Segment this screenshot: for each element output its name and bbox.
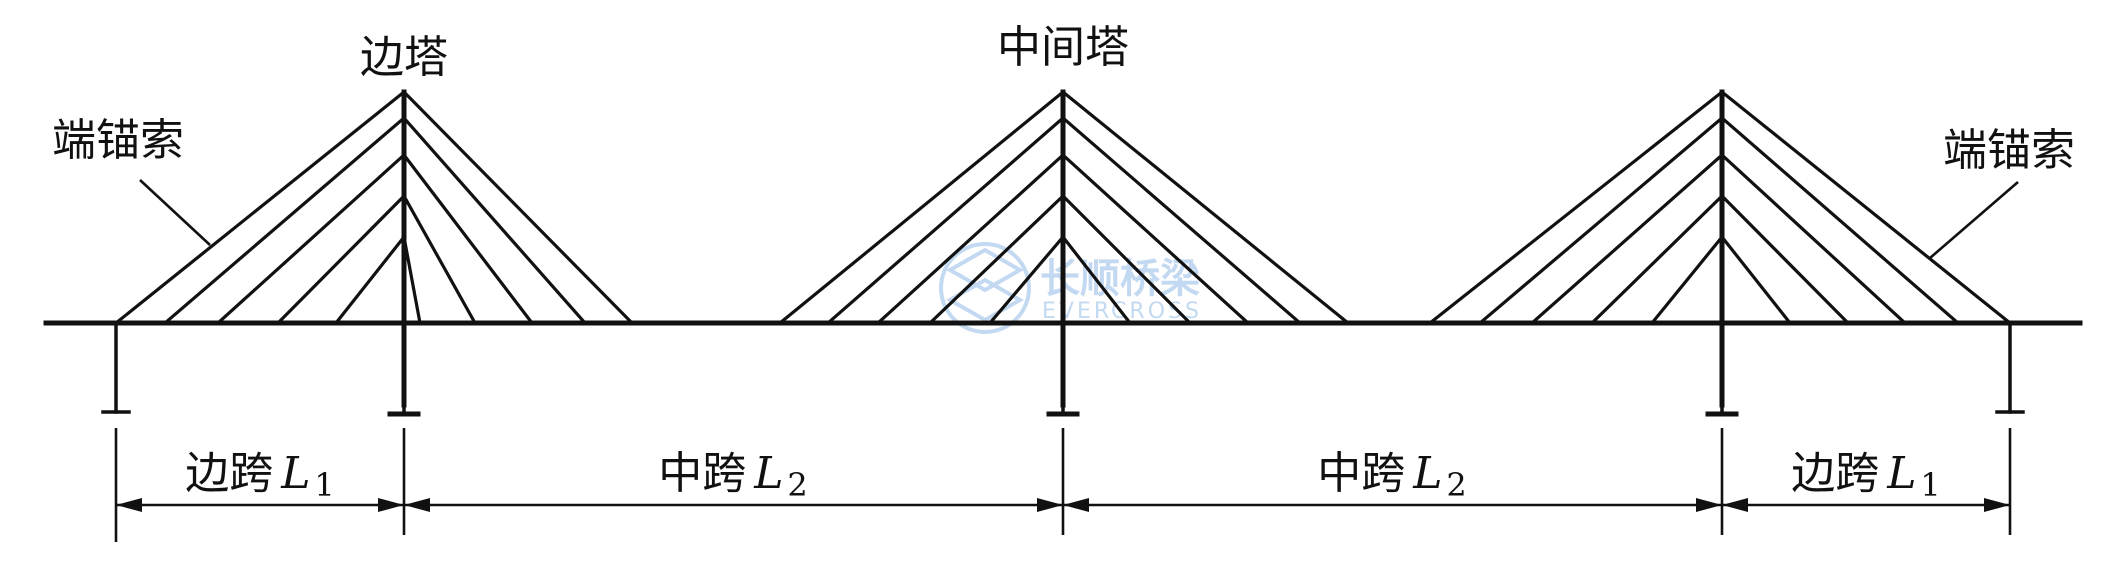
dim-arrow-end-3 xyxy=(1696,498,1722,512)
span-dimensions xyxy=(114,428,2012,542)
stay-cable-left-right-1 xyxy=(401,89,635,326)
span-4-prefix: 边跨 xyxy=(1791,448,1879,499)
stay-cable-middle-left-4 xyxy=(927,193,1066,326)
stay-cable-middle-left-5 xyxy=(987,234,1066,326)
dim-arrow-start-4 xyxy=(1722,498,1748,512)
stay-cable-right-right-5 xyxy=(1719,234,1793,326)
stay-cable-right-left-1 xyxy=(1427,89,1725,326)
stay-cable-middle-left-3 xyxy=(875,152,1066,326)
stay-cables xyxy=(113,89,2013,326)
stay-cable-middle-right-5 xyxy=(1060,234,1133,326)
span-3-sub: 2 xyxy=(1446,466,1466,504)
stay-cable-middle-right-3 xyxy=(1060,152,1251,326)
anchor-cable-left-leader xyxy=(139,179,211,246)
stay-cable-right-left-4 xyxy=(1589,193,1725,326)
stay-cable-left-right-3 xyxy=(401,152,535,326)
dim-arrow-end-1 xyxy=(378,498,404,512)
stay-cable-right-right-2 xyxy=(1719,115,1961,326)
span-3-prefix: 中跨 xyxy=(1317,448,1405,499)
end-piers xyxy=(101,321,2025,414)
dim-arrow-end-4 xyxy=(1984,498,2010,512)
stay-cable-left-left-1 xyxy=(113,89,407,326)
dim-arrow-end-2 xyxy=(1037,498,1063,512)
stay-cable-middle-right-2 xyxy=(1060,115,1303,326)
stay-cable-right-left-5 xyxy=(1649,234,1725,326)
span-1-symbol: L xyxy=(280,448,310,499)
span-3-symbol: L xyxy=(1412,448,1442,499)
span-4-sub: 1 xyxy=(1920,466,1940,504)
span-2-prefix: 中跨 xyxy=(658,448,746,499)
anchor-cable-left-label: 端锚索 xyxy=(52,115,184,166)
anchor-cable-right-label: 端锚索 xyxy=(1943,125,2075,176)
span-1-prefix: 边跨 xyxy=(185,448,273,499)
watermark: 长顺桥梁 EVERCROSS xyxy=(939,242,1200,334)
stay-cable-left-right-5 xyxy=(402,235,422,325)
stay-cable-right-right-3 xyxy=(1719,152,1908,326)
stay-cable-left-left-3 xyxy=(215,152,407,326)
stay-cable-left-left-2 xyxy=(162,115,407,326)
stay-cable-right-right-4 xyxy=(1719,193,1851,326)
stay-cable-middle-left-2 xyxy=(825,115,1066,326)
stay-cable-middle-right-1 xyxy=(1060,89,1351,326)
watermark-cn: 长顺桥梁 xyxy=(1040,256,1200,302)
dim-arrow-start-2 xyxy=(404,498,430,512)
side-tower-label: 边塔 xyxy=(360,32,448,83)
anchor-cable-right-leader xyxy=(1929,181,2019,259)
stay-cable-left-right-2 xyxy=(401,115,588,326)
dim-arrow-start-1 xyxy=(116,498,142,512)
stay-cable-right-right-1 xyxy=(1719,89,2013,326)
stay-cable-middle-left-1 xyxy=(777,89,1066,326)
stay-cable-left-right-4 xyxy=(401,193,478,326)
stay-cable-left-left-5 xyxy=(333,234,407,326)
stay-cable-right-left-2 xyxy=(1477,115,1725,326)
middle-tower-label: 中间塔 xyxy=(997,22,1129,73)
span-2-sub: 2 xyxy=(787,466,807,504)
span-1-sub: 1 xyxy=(314,466,334,504)
watermark-logo-icon xyxy=(939,242,1031,334)
dim-arrow-start-3 xyxy=(1063,498,1089,512)
span-2-symbol: L xyxy=(753,448,783,499)
towers xyxy=(387,89,1739,417)
stay-cable-middle-right-4 xyxy=(1060,193,1193,326)
stay-cable-right-left-3 xyxy=(1529,152,1725,326)
stay-cable-left-left-4 xyxy=(275,193,407,326)
span-4-symbol: L xyxy=(1886,448,1916,499)
